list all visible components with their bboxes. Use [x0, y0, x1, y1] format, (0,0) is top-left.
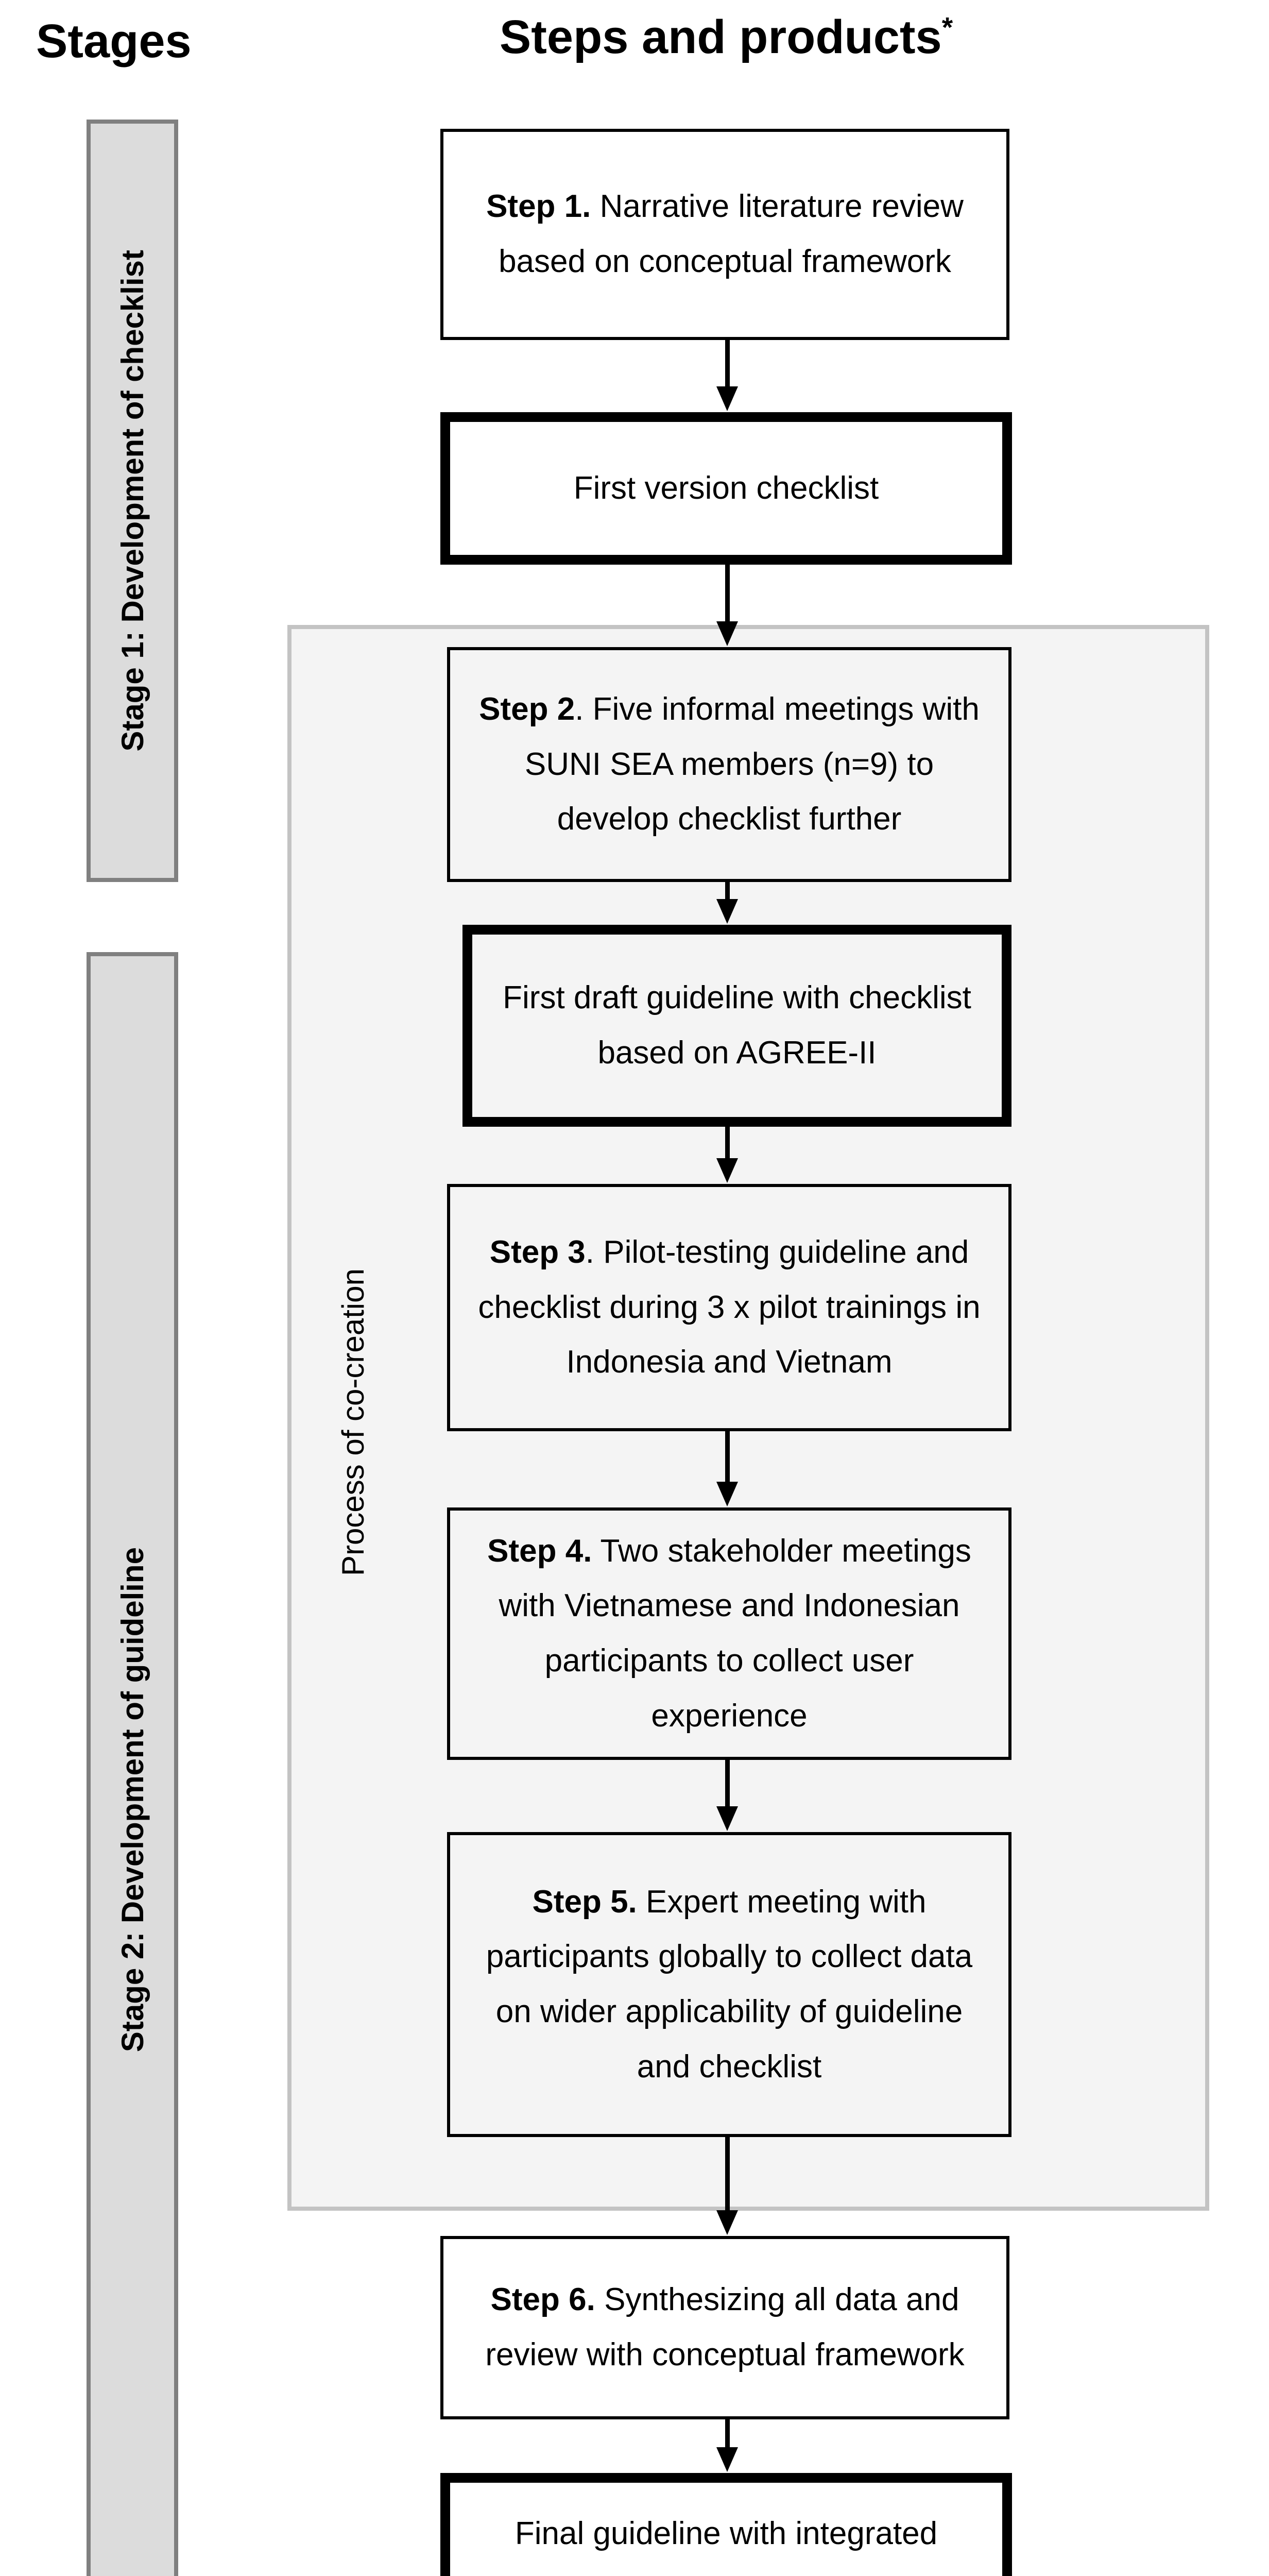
stage1-label: Stage 1: Development of checklist	[115, 250, 150, 752]
down-arrow-line	[725, 1760, 730, 1806]
footnote-asterisk: *	[941, 11, 953, 43]
down-arrow-head	[716, 899, 738, 924]
down-arrow-head	[716, 1806, 738, 1831]
flow-box-step-5: Step 5. Expert meeting with participants…	[447, 1832, 1011, 2137]
steps-products-header-text: Steps and products	[499, 11, 942, 63]
down-arrow-line	[725, 565, 730, 621]
down-arrow-line	[725, 2137, 730, 2210]
co-creation-label: Process of co-creation	[335, 1268, 370, 1576]
flow-box-first-draft-guideline-text: First draft guideline with checklist bas…	[503, 980, 971, 1071]
down-arrow-line	[725, 882, 730, 899]
flow-box-step-1-text: Step 1. Narrative literature review base…	[486, 189, 964, 279]
down-arrow-line	[725, 1127, 730, 1158]
flow-box-step-1: Step 1. Narrative literature review base…	[440, 129, 1009, 340]
flow-box-first-version-checklist-text: First version checklist	[573, 470, 879, 506]
down-arrow-head	[716, 621, 738, 646]
flow-box-step-2-text: Step 2. Five informal meetings with SUNI…	[479, 691, 980, 837]
flow-box-step-2: Step 2. Five informal meetings with SUNI…	[447, 647, 1011, 882]
flow-box-step-6-text: Step 6. Synthesizing all data and review…	[485, 2282, 965, 2372]
stage2-bar: Stage 2: Development of guideline	[87, 952, 178, 2576]
down-arrow-head	[716, 386, 738, 411]
flow-box-step-6: Step 6. Synthesizing all data and review…	[440, 2236, 1009, 2419]
down-arrow-line	[725, 1431, 730, 1482]
flow-box-step-4-text: Step 4. Two stakeholder meetings with Vi…	[487, 1533, 971, 1734]
flow-box-first-version-checklist: First version checklist	[440, 412, 1012, 565]
flow-box-first-draft-guideline: First draft guideline with checklist bas…	[462, 925, 1011, 1127]
flow-box-step-5-text: Step 5. Expert meeting with participants…	[486, 1884, 973, 2084]
flow-box-step-4: Step 4. Two stakeholder meetings with Vi…	[447, 1507, 1011, 1760]
stage1-bar: Stage 1: Development of checklist	[87, 120, 178, 882]
stage2-label: Stage 2: Development of guideline	[115, 1547, 150, 2053]
flow-box-final-guideline-text: Final guideline with integrated checklis…	[515, 2516, 938, 2576]
flow-box-final-guideline: Final guideline with integrated checklis…	[440, 2473, 1012, 2576]
steps-products-column-header: Steps and products*	[440, 11, 1012, 63]
down-arrow-head	[716, 1482, 738, 1506]
down-arrow-line	[725, 340, 730, 386]
down-arrow-line	[725, 2419, 730, 2447]
flow-box-step-3-text: Step 3. Pilot-testing guideline and chec…	[478, 1234, 981, 1380]
down-arrow-head	[716, 2447, 738, 2472]
down-arrow-head	[716, 1158, 738, 1183]
down-arrow-head	[716, 2210, 738, 2235]
stages-column-header: Stages	[36, 15, 192, 67]
co-creation-label-container: Process of co-creation	[324, 1149, 381, 1695]
flow-box-step-3: Step 3. Pilot-testing guideline and chec…	[447, 1184, 1011, 1431]
